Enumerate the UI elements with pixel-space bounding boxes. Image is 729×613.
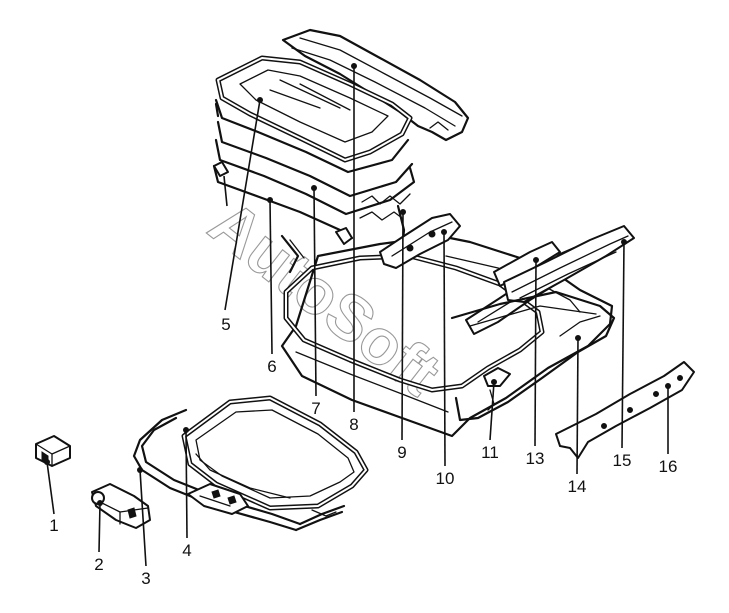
callout-16: 16 <box>659 457 678 476</box>
leader-15 <box>621 241 625 449</box>
part-1-switch <box>35 435 71 467</box>
callout-7: 7 <box>311 399 320 418</box>
callout-2: 2 <box>94 555 103 574</box>
leader-lines <box>44 63 671 567</box>
callout-8: 8 <box>349 415 358 434</box>
leader-11 <box>489 381 495 441</box>
callout-9: 9 <box>397 443 406 462</box>
leader-3 <box>139 469 147 567</box>
leader-6 <box>269 199 273 355</box>
leader-5 <box>224 99 261 311</box>
part-12-clip <box>483 367 511 411</box>
leader-1 <box>46 461 55 515</box>
leader-2 <box>98 502 101 553</box>
part-6-7-frames <box>212 98 416 245</box>
callout-numbers: 1 2 3 4 5 6 7 8 9 10 11 13 14 15 16 <box>49 315 677 588</box>
callout-14: 14 <box>568 477 587 496</box>
leader-4 <box>185 429 188 539</box>
leader-14 <box>576 337 579 475</box>
leader-9 <box>401 211 404 441</box>
part-14-frame <box>450 290 616 422</box>
part-10-bracket <box>379 213 461 269</box>
leader-13 <box>534 259 537 447</box>
callout-6: 6 <box>267 357 276 376</box>
watermark-text: AutoSoft <box>196 186 453 409</box>
callout-1: 1 <box>49 516 58 535</box>
part-4-lower-frame <box>181 395 369 517</box>
callout-15: 15 <box>613 451 632 470</box>
part-16-bracket <box>555 361 695 459</box>
part-5-glass-panel <box>215 55 413 163</box>
callout-13: 13 <box>526 449 545 468</box>
callout-4: 4 <box>182 541 191 560</box>
callout-11: 11 <box>481 443 499 462</box>
part-2-motor <box>91 483 151 529</box>
callout-10: 10 <box>436 469 455 488</box>
callout-5: 5 <box>221 315 230 334</box>
part-3-cables <box>132 408 346 532</box>
leader-7 <box>313 187 317 397</box>
leader-10 <box>443 231 446 467</box>
part-8-trim-panel <box>281 28 470 142</box>
callout-3: 3 <box>141 569 150 588</box>
